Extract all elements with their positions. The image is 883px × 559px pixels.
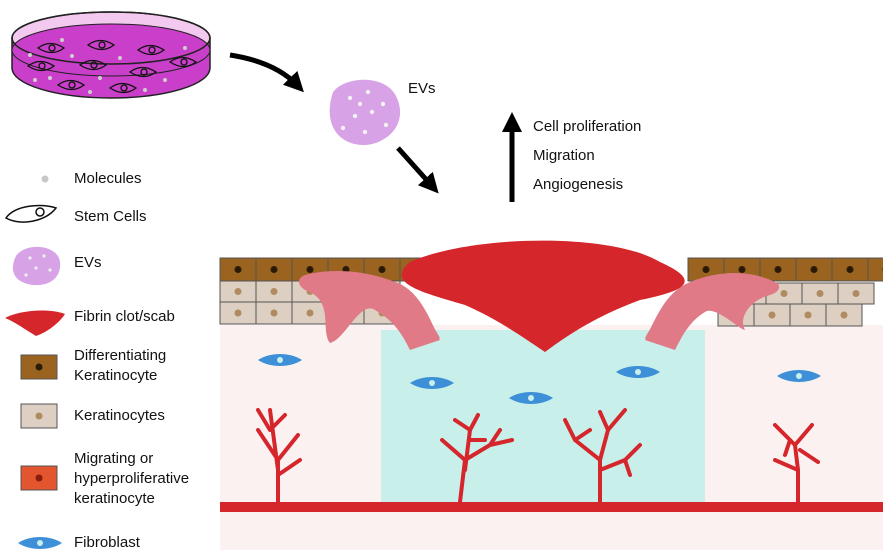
fibroblast	[410, 377, 454, 389]
differentiating-keratinocyte-cell	[831, 257, 869, 282]
legend-label-fibroblast: Fibroblast	[74, 534, 140, 551]
legend-label-differentiating-keratinocyte: Differentiating Keratinocyte	[74, 347, 167, 384]
legend-label-stem-cells: Stem Cells	[74, 208, 147, 225]
legend-icons	[4, 175, 65, 549]
ev-particle-large	[329, 79, 401, 146]
keratinocyte-cell	[255, 280, 293, 303]
skin-section	[219, 240, 883, 550]
keratinocyte-cell	[837, 282, 875, 305]
fibroblasts	[258, 354, 821, 404]
keratinocyte-cell	[753, 303, 791, 327]
fibroblast	[616, 366, 660, 378]
keratinocyte-cell	[801, 282, 839, 305]
dish-molecules	[28, 38, 187, 94]
keratinocyte-cell	[255, 301, 293, 325]
keratinocyte-cell	[825, 303, 863, 327]
legend-label-keratinocytes: Keratinocytes	[74, 407, 165, 424]
fibrin-clot	[401, 240, 685, 352]
stem-cell-icon	[4, 204, 58, 223]
differentiating-keratinocyte-icon	[20, 354, 58, 380]
legend-label-molecules: Molecules	[74, 170, 142, 187]
dish-stem-cells	[26, 39, 198, 94]
wound-bed	[381, 330, 705, 505]
fibroblast	[777, 370, 821, 382]
differentiating-keratinocyte-cell	[867, 257, 883, 282]
legend-label-migrating-keratinocyte: Migrating or hyperproliferative keratino…	[74, 450, 190, 507]
differentiating-keratinocyte-cell	[795, 257, 833, 282]
keratinocyte-cell	[291, 301, 329, 325]
legend-label-evs: EVs	[74, 254, 102, 271]
differentiating-keratinocyte-cell	[219, 257, 257, 282]
ev-icon	[12, 246, 61, 286]
fibrin-clot-icon	[5, 310, 65, 336]
arrow-evs-to-wound	[396, 146, 439, 194]
migrating-keratinocyte-icon	[20, 465, 58, 491]
fibroblast	[258, 354, 302, 366]
keratinocyte-cell	[219, 301, 257, 325]
effect-migration: Migration	[533, 147, 595, 164]
fibroblast-icon	[18, 537, 62, 549]
capillaries	[256, 408, 820, 504]
clot-wing-left	[299, 270, 440, 350]
effect-angiogenesis: Angiogenesis	[533, 176, 624, 193]
keratinocyte-cell	[219, 280, 257, 303]
evs-label: EVs	[408, 80, 436, 97]
fibroblast	[509, 392, 553, 404]
keratinocyte-icon	[20, 403, 58, 429]
arrow-dish-to-evs	[229, 52, 304, 93]
blood-vessel-base	[220, 502, 883, 512]
petri-dish	[11, 11, 211, 99]
effect-cell-proliferation: Cell proliferation	[533, 118, 642, 135]
differentiating-keratinocyte-cell	[255, 257, 293, 282]
keratinocyte-cell	[789, 303, 827, 327]
legend-label-fibrin-clot: Fibrin clot/scab	[74, 308, 175, 325]
differentiating-keratinocyte-cell	[759, 257, 797, 282]
molecule-icon	[41, 175, 49, 183]
clot-wing-right	[645, 273, 780, 350]
